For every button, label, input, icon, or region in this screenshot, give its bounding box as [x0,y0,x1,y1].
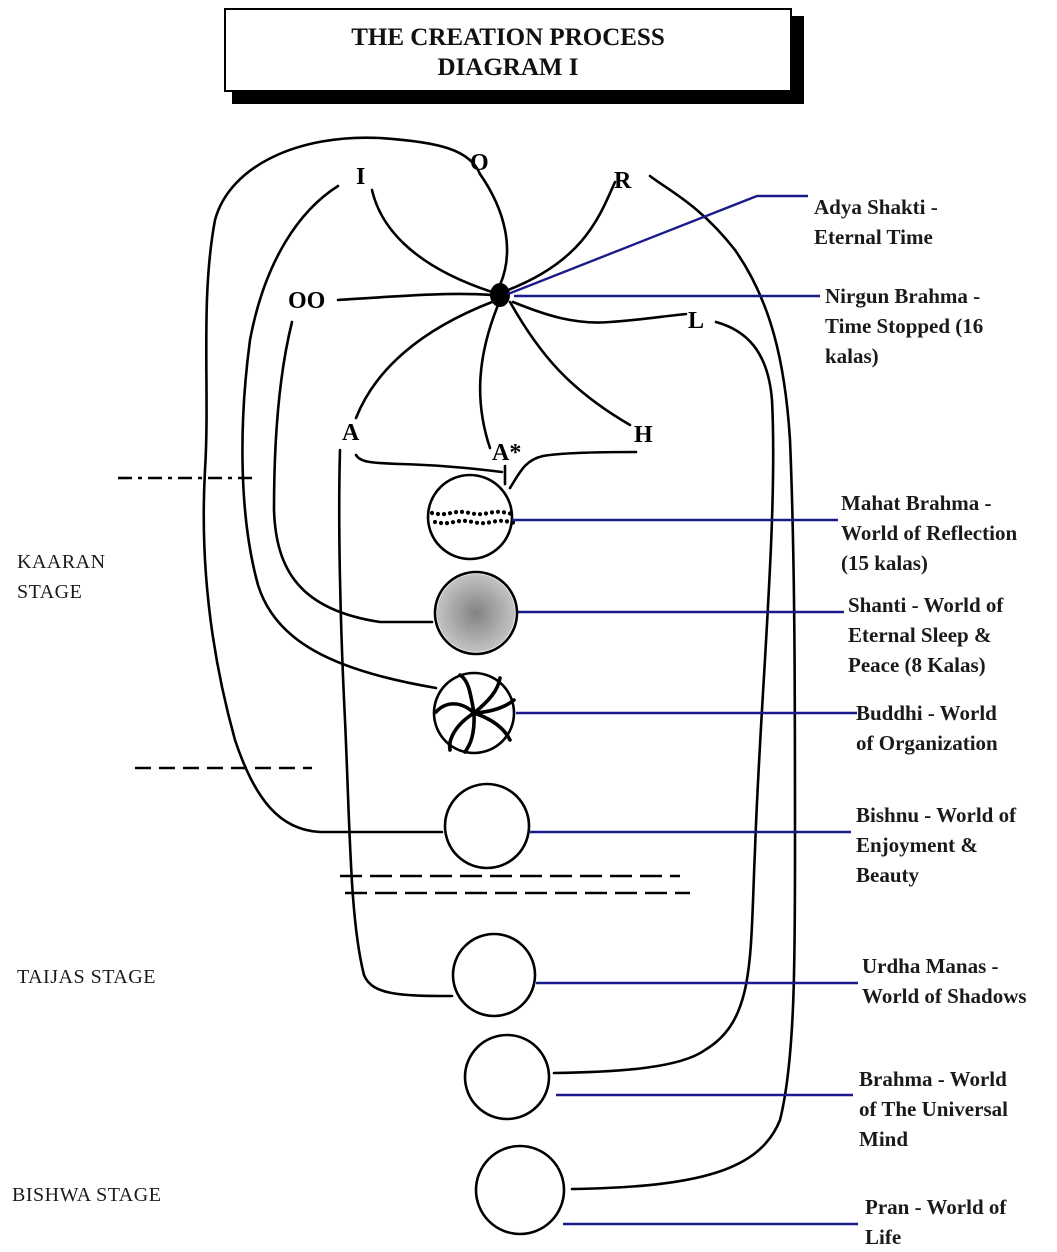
bishnu-line-3: Beauty [856,860,1016,890]
mahat-dot [457,519,461,523]
spoke-a-star [480,305,498,448]
adya-shakti-line-1: Adya Shakti - [814,192,938,222]
mahat-dot [478,512,482,516]
outer-loop-line [204,138,480,832]
bishnu-label: Bishnu - World of Enjoyment & Beauty [856,800,1016,890]
shanti-line-2: Eternal Sleep & [848,620,1003,650]
mahat-dot [448,511,452,515]
spoke-i [372,190,492,292]
mahat-dot [490,510,494,514]
buddhi-line-2: of Organization [856,728,998,758]
nirgun-brahma-line-1: Nirgun Brahma - [825,281,983,311]
pran-circle [476,1146,564,1234]
mahat-dot [493,519,497,523]
mahat-dot [481,521,485,525]
buddhi-label: Buddhi - World of Organization [856,698,998,758]
spoke-l [513,302,686,323]
nirgun-brahma-label: Nirgun Brahma - Time Stopped (16 kalas) [825,281,983,371]
pran-line-1: Pran - World of [865,1192,1006,1222]
mahat-circle [428,475,512,559]
mahat-dot [472,512,476,516]
bishnu-circle [445,784,529,868]
brahma-line-2: of The Universal [859,1094,1008,1124]
letter-oo: OO [288,288,325,314]
adya-shakti-line-2: Eternal Time [814,222,938,252]
pran-label: Pran - World of Life [865,1192,1006,1252]
urdha-manas-line-2: World of Shadows [862,981,1027,1011]
bishwa-stage-label: BISHWA STAGE [12,1180,161,1210]
mahat-dot [439,521,443,525]
spoke-o [480,174,507,285]
a-bracket-line [356,455,502,472]
mahat-dot [445,521,449,525]
oo-to-shanti-line [274,322,432,622]
letter-a: A [342,420,360,446]
taijas-stage-label: TAIJAS STAGE [17,962,156,992]
mahat-dot [436,512,440,516]
mahat-dot [505,519,509,523]
shanti-line-3: Peace (8 Kalas) [848,650,1003,680]
kaaran-stage-line-2: STAGE [17,577,106,607]
mahat-dot [508,511,512,515]
mahat-dots [430,510,515,526]
l-to-brahma-line [554,322,773,1073]
nirgun-center-dot [490,283,510,307]
brahma-circle [465,1035,549,1119]
mahat-dot [463,519,467,523]
h-bracket-line [510,452,636,488]
shanti-line-1: Shanti - World of [848,590,1003,620]
letter-l: L [688,308,704,334]
mahat-dot [469,520,473,524]
bishnu-line-2: Enjoyment & [856,830,1016,860]
adya-shakti-label: Adya Shakti - Eternal Time [814,192,938,252]
r-to-pran-line [572,176,795,1189]
letter-i: I [356,164,365,190]
letter-r: R [614,168,632,194]
spoke-a [356,302,492,418]
bishnu-line-1: Bishnu - World of [856,800,1016,830]
kaaran-stage-label: KAARAN STAGE [17,547,106,607]
mahat-dot [487,520,491,524]
letter-a-star: A* [492,440,521,466]
mahat-dot [433,520,437,524]
mahat-brahma-line-3: (15 kalas) [841,548,1017,578]
mahat-dot [502,510,506,514]
kaaran-stage-line-1: KAARAN [17,547,106,577]
spoke-oo [338,294,492,300]
letter-h: H [634,422,653,448]
mahat-brahma-label: Mahat Brahma - World of Reflection (15 k… [841,488,1017,578]
nirgun-brahma-line-2: Time Stopped (16 [825,311,983,341]
mahat-dot [454,510,458,514]
nirgun-brahma-line-3: kalas) [825,341,983,371]
brahma-line-3: Mind [859,1124,1008,1154]
mahat-dot [451,520,455,524]
adya-shakti-connector [508,196,808,294]
mahat-brahma-line-2: World of Reflection [841,518,1017,548]
mahat-dot [484,511,488,515]
brahma-label: Brahma - World of The Universal Mind [859,1064,1008,1154]
mahat-brahma-line-1: Mahat Brahma - [841,488,1017,518]
mahat-dot [430,511,434,515]
pran-line-2: Life [865,1222,1006,1252]
urdha-manas-label: Urdha Manas - World of Shadows [862,951,1027,1011]
urdha-manas-circle [453,934,535,1016]
letter-o: O [470,150,489,176]
mahat-dot [466,511,470,515]
brahma-line-1: Brahma - World [859,1064,1008,1094]
mahat-dot [460,510,464,514]
buddhi-line-1: Buddhi - World [856,698,998,728]
mahat-dot [499,519,503,523]
shanti-label: Shanti - World of Eternal Sleep & Peace … [848,590,1003,680]
mahat-dot [475,521,479,525]
urdha-manas-line-1: Urdha Manas - [862,951,1027,981]
mahat-dot [442,512,446,516]
mahat-dot [496,510,500,514]
